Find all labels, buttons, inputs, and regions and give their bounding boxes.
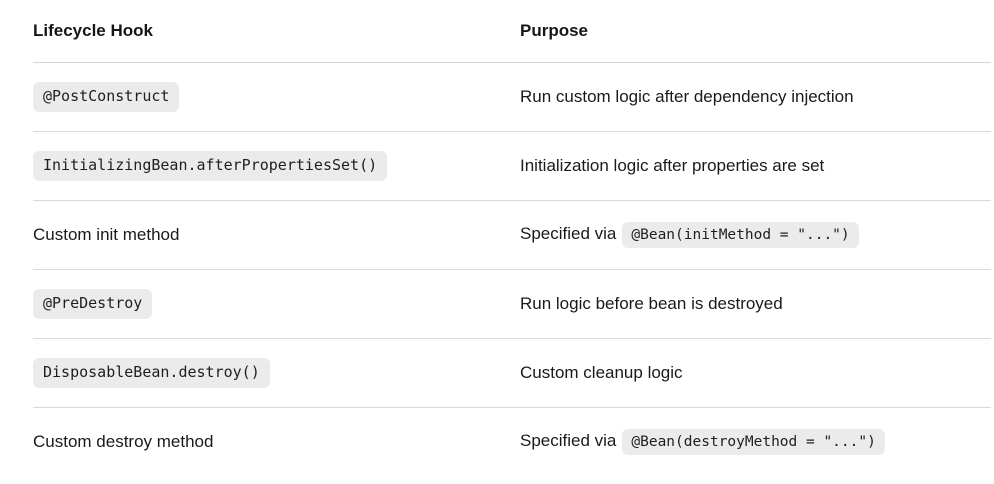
table-row: InitializingBean.afterPropertiesSet() In… [33, 132, 991, 201]
hook-cell: @PreDestroy [33, 289, 520, 319]
column-header-purpose: Purpose [520, 20, 589, 40]
purpose-cell: Run custom logic after dependency inject… [520, 86, 854, 106]
hook-cell: Custom init method [33, 224, 180, 244]
lifecycle-hooks-table: Lifecycle Hook Purpose @PostConstruct Ru… [33, 0, 991, 476]
purpose-code-pill: @Bean(destroyMethod = "...") [622, 428, 885, 456]
table-row: Custom destroy method Specified via@Bean… [33, 408, 991, 476]
purpose-cell: Initialization logic after properties ar… [520, 155, 825, 175]
purpose-code-pill: @Bean(initMethod = "...") [622, 221, 859, 249]
purpose-cell: Custom cleanup logic [520, 362, 683, 382]
hook-code-pill: @PreDestroy [33, 289, 153, 319]
hook-code-pill: @PostConstruct [33, 82, 180, 112]
table-row: DisposableBean.destroy() Custom cleanup … [33, 339, 991, 408]
purpose-text: Specified via [520, 223, 617, 243]
table-row: @PostConstruct Run custom logic after de… [33, 63, 991, 132]
hook-cell: InitializingBean.afterPropertiesSet() [33, 151, 520, 181]
table-row: @PreDestroy Run logic before bean is des… [33, 270, 991, 339]
purpose-cell: Specified via@Bean(destroyMethod = "..."… [520, 428, 991, 456]
table-row: Custom init method Specified via@Bean(in… [33, 201, 991, 270]
hook-cell: @PostConstruct [33, 82, 520, 112]
column-header-lifecycle-hook: Lifecycle Hook [33, 20, 153, 40]
purpose-cell: Run logic before bean is destroyed [520, 293, 783, 313]
hook-code-pill: InitializingBean.afterPropertiesSet() [33, 151, 388, 181]
hook-code-pill: DisposableBean.destroy() [33, 358, 270, 388]
purpose-text: Specified via [520, 430, 617, 450]
hook-cell: Custom destroy method [33, 431, 214, 451]
purpose-cell: Specified via@Bean(initMethod = "...") [520, 221, 991, 249]
hook-cell: DisposableBean.destroy() [33, 358, 520, 388]
table-header-row: Lifecycle Hook Purpose [33, 0, 991, 63]
